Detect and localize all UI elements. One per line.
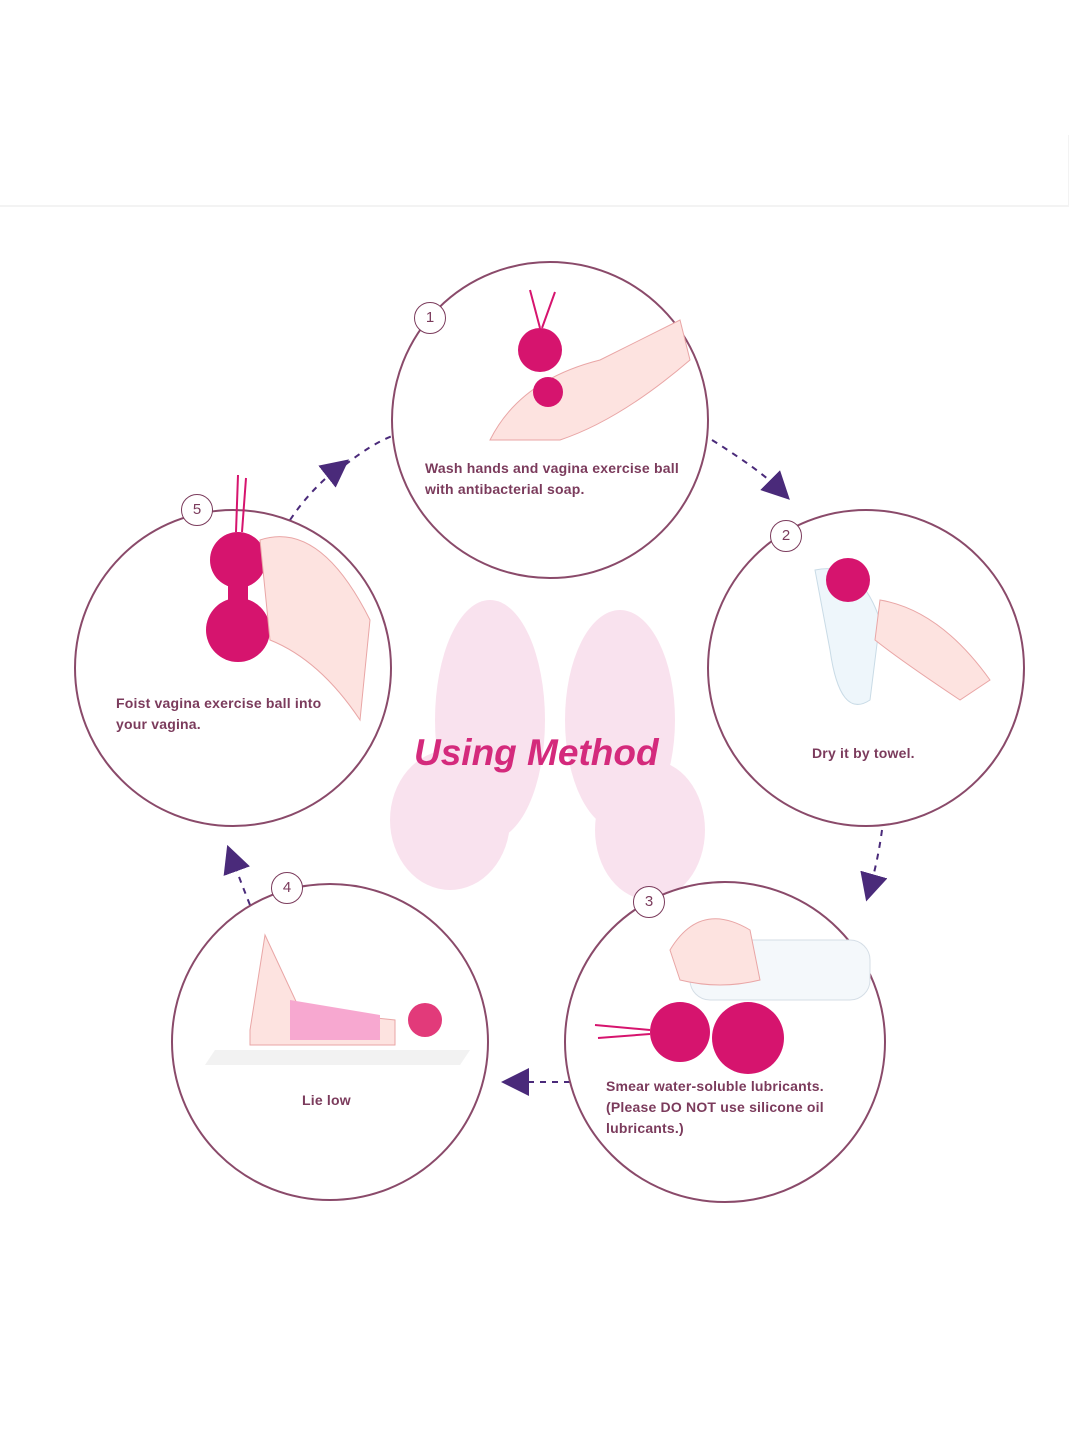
- step-5-caption: Foist vagina exercise ball into your vag…: [116, 695, 322, 732]
- step-1-number: 1: [414, 302, 446, 334]
- lubricant-illustration: [594, 918, 871, 1074]
- step-3-number: 3: [633, 886, 665, 918]
- towel-drying-illustration: [814, 558, 991, 705]
- step-2-caption: Dry it by towel.: [812, 745, 915, 761]
- step-4-number: 4: [271, 872, 303, 904]
- faded-header-bar: [0, 135, 1069, 207]
- hands-washing-illustration: [489, 289, 691, 441]
- lying-woman-illustration: [205, 933, 470, 1065]
- page-title: Using Method: [414, 732, 659, 773]
- step-3-caption: Smear water-soluble lubricants. (Please …: [606, 1078, 824, 1136]
- faded-product-image: [390, 600, 705, 900]
- step-5-number: 5: [181, 494, 213, 526]
- cycle-arrows: [223, 435, 888, 1096]
- step-2-number: 2: [770, 520, 802, 552]
- step-4-caption: Lie low: [302, 1092, 351, 1108]
- step-1-caption: Wash hands and vagina exercise ball with…: [425, 460, 679, 497]
- inserting-ball-illustration: [206, 474, 371, 722]
